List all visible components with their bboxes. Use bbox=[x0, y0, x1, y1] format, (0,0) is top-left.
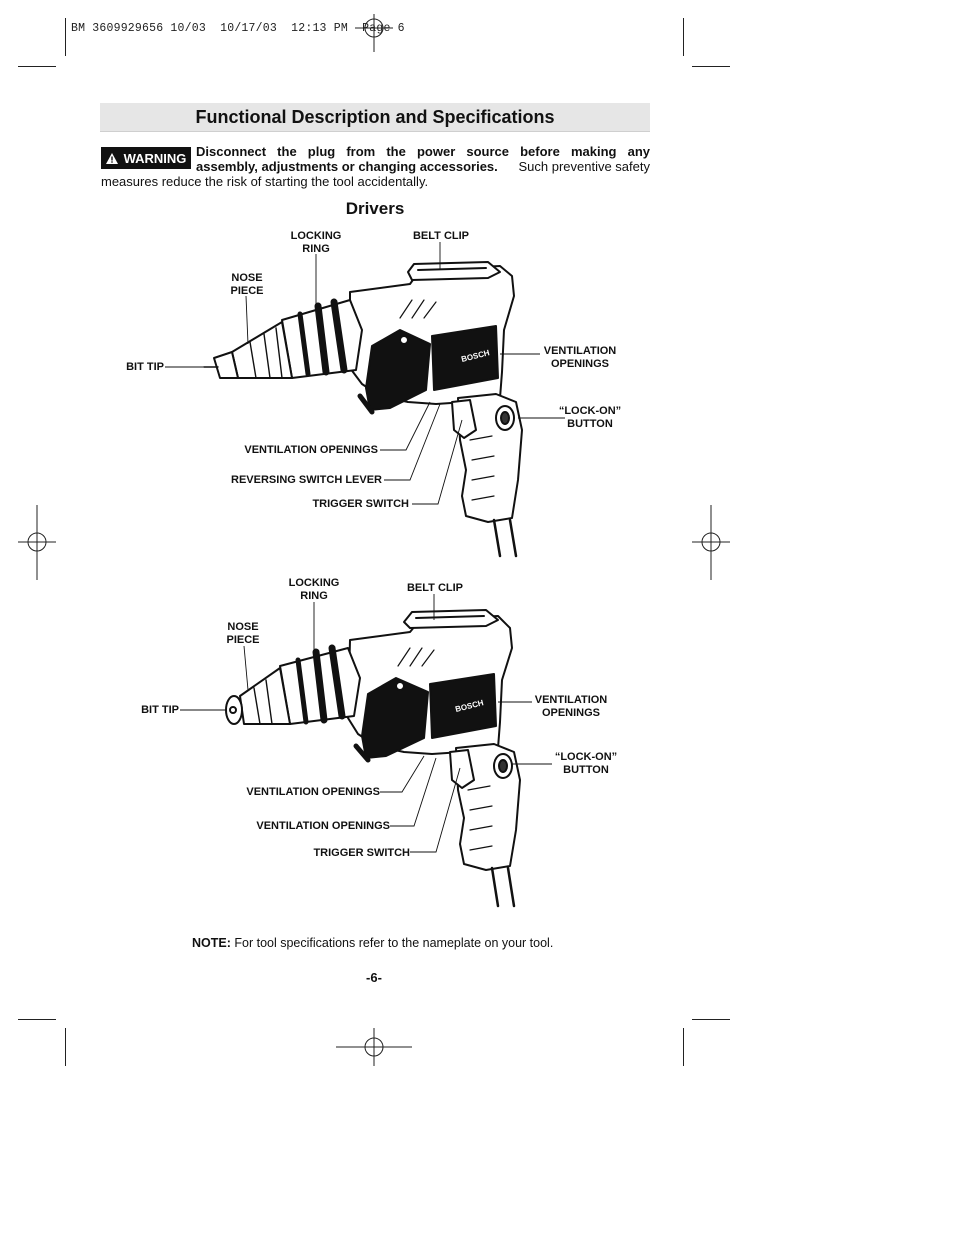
warning-text-line3: measures reduce the risk of starting the… bbox=[101, 174, 429, 189]
crop-mark-top-right-v bbox=[683, 18, 684, 56]
label-belt-clip-1: BELT CLIP bbox=[412, 230, 469, 242]
crop-mark-bottom-right-v bbox=[683, 1028, 684, 1066]
crop-mark-bottom-right-h bbox=[692, 1019, 730, 1020]
label-lock-on-button-1: “LOCK-ON”BUTTON bbox=[558, 405, 622, 430]
section-title: Functional Description and Specification… bbox=[195, 106, 555, 127]
drivers-heading: Drivers bbox=[345, 199, 405, 218]
section-header-bar: Functional Description and Specification… bbox=[100, 103, 650, 132]
label-reversing-switch-lever-1: REVERSING SWITCH LEVER bbox=[231, 474, 382, 486]
warning-text-line2-rest: Such preventive safety bbox=[518, 159, 650, 174]
warning-text-line2: assembly, adjustments or changing access… bbox=[196, 159, 650, 174]
crop-mark-top-left-h bbox=[18, 66, 56, 67]
label-ventilation-openings-left-2a: VENTILATION OPENINGS bbox=[246, 786, 380, 798]
label-belt-clip-2: BELT CLIP bbox=[406, 582, 463, 594]
crop-mark-top-right-h bbox=[692, 66, 730, 67]
label-trigger-switch-1: TRIGGER SWITCH bbox=[312, 498, 409, 510]
note-label: NOTE: bbox=[192, 936, 231, 950]
label-ventilation-openings-left-1: VENTILATION OPENINGS bbox=[244, 444, 378, 456]
warning-text-line1: Disconnect the plug from the power sourc… bbox=[196, 144, 650, 159]
warning-label: WARNING bbox=[123, 150, 187, 166]
page-number: -6- bbox=[366, 970, 382, 985]
warning-badge: WARNING bbox=[101, 147, 191, 169]
crop-mark-top-left-v bbox=[65, 18, 66, 56]
note-text: For tool specifications refer to the nam… bbox=[234, 936, 554, 950]
label-bit-tip-2: BIT TIP bbox=[141, 704, 179, 716]
warning-triangle-icon bbox=[105, 152, 118, 164]
specifications-note: NOTE: For tool specifications refer to t… bbox=[192, 936, 553, 950]
label-bit-tip-1: BIT TIP bbox=[126, 361, 164, 373]
label-trigger-switch-2: TRIGGER SWITCH bbox=[313, 847, 410, 859]
label-ventilation-openings-left-2b: VENTILATION OPENINGS bbox=[256, 820, 390, 832]
crop-mark-bottom-left-h bbox=[18, 1019, 56, 1020]
crop-mark-bottom-left-v bbox=[65, 1028, 66, 1066]
label-lock-on-button-2: “LOCK-ON”BUTTON bbox=[554, 751, 618, 776]
